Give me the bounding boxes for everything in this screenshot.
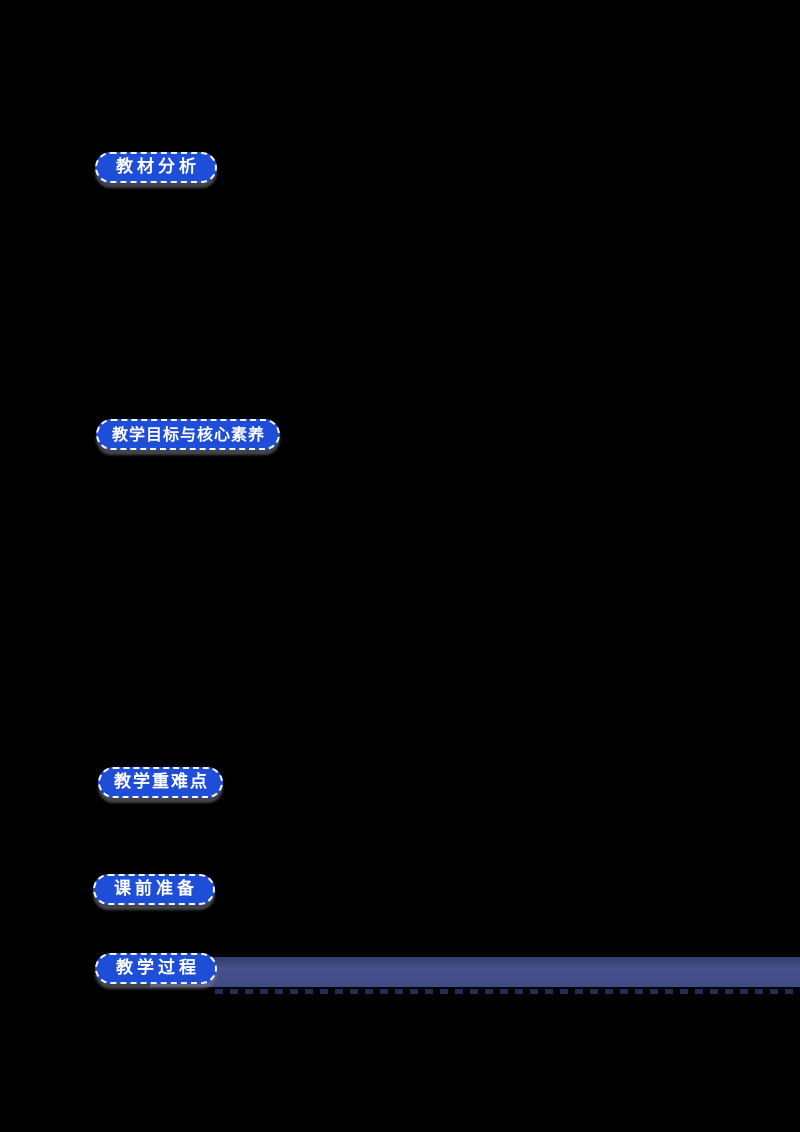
- section-badge-pre-class-preparation: 课前准备: [93, 874, 215, 905]
- teaching-process-bar: [150, 957, 800, 987]
- section-badge-teaching-process: 教学过程: [95, 953, 217, 984]
- section-badge-material-analysis: 教材分析: [95, 152, 217, 183]
- teaching-process-dashed-underline: [215, 989, 796, 994]
- section-badge-key-difficult-points: 教学重难点: [98, 767, 223, 798]
- section-badge-objectives-competencies: 教学目标与核心素养: [96, 419, 281, 450]
